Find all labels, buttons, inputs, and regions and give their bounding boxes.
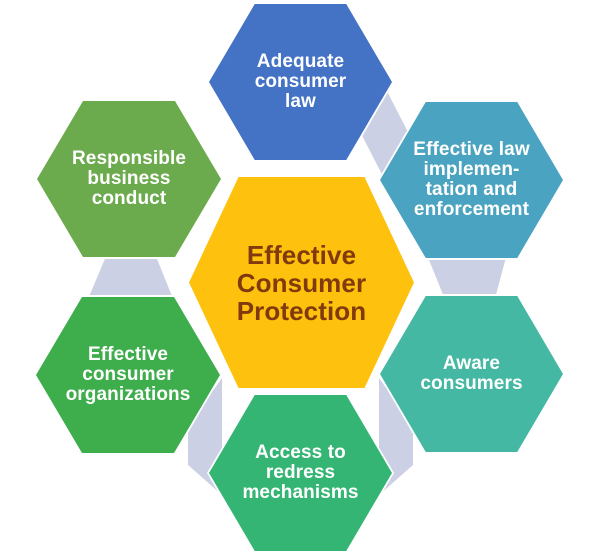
hexagon-label: Adequate consumer law bbox=[254, 51, 347, 112]
hexagon-fill: Effective Consumer Protection bbox=[189, 177, 414, 388]
hexagon-label: Responsible business conduct bbox=[71, 148, 187, 209]
hexagon-fill: Adequate consumer law bbox=[209, 4, 392, 160]
hexagon-label: Aware consumers bbox=[420, 353, 523, 394]
connector-ribbon-right bbox=[425, 250, 508, 302]
hexagon-label: Access to redress mechanisms bbox=[242, 442, 359, 503]
hexagon-fill: Aware consumers bbox=[380, 296, 563, 452]
hexagon-label: Effective consumer organizations bbox=[65, 344, 191, 405]
hexagon-effective-consumer-protection: Effective Consumer Protection bbox=[187, 175, 416, 390]
hexagon-label: Effective law implemen- tation and enfor… bbox=[413, 139, 530, 220]
hexagon-label: Effective Consumer Protection bbox=[236, 239, 367, 326]
hexagon-access-to-redress-mechanisms: Access to redress mechanisms bbox=[207, 393, 394, 553]
hexagon-fill: Access to redress mechanisms bbox=[209, 395, 392, 551]
connector-ribbon-left bbox=[85, 254, 176, 306]
hexagon-fill: Effective law implemen- tation and enfor… bbox=[380, 102, 563, 258]
